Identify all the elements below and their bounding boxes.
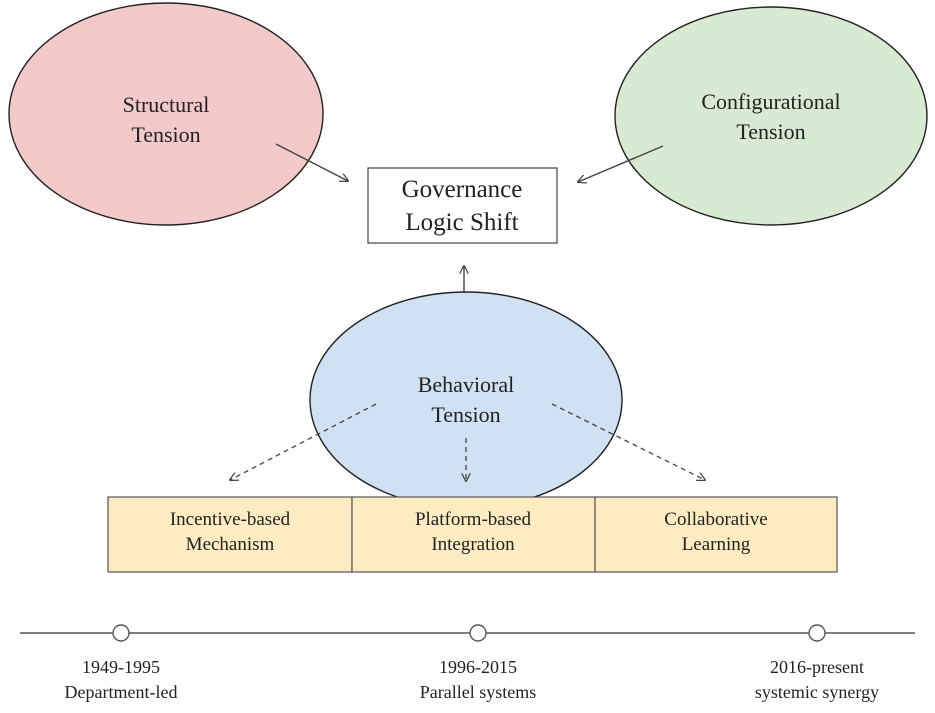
structural-tension-label-line1: Structural	[123, 92, 210, 117]
configurational-tension-node: Configurational Tension	[614, 6, 928, 226]
timeline-marker-1	[112, 624, 130, 642]
behavioral-tension-label-line1: Behavioral	[418, 372, 515, 397]
mechanism-incentive-line2: Mechanism	[186, 534, 275, 555]
mechanism-platform-line1: Platform-based	[415, 509, 532, 530]
dashed-arrow-to-collaborative	[551, 403, 705, 480]
arrow-structural-to-governance	[275, 143, 348, 181]
timeline-period-2: 1996-2015	[439, 657, 517, 677]
structural-tension-ellipse	[8, 2, 324, 226]
mechanism-collaborative-line2: Learning	[682, 534, 751, 555]
governance-label-line1: Governance	[402, 176, 523, 203]
mechanism-row: Incentive-based Mechanism Platform-based…	[107, 496, 838, 573]
configurational-tension-label-line2: Tension	[736, 119, 805, 144]
configurational-tension-ellipse	[614, 6, 928, 226]
dashed-arrow-to-incentive	[230, 403, 377, 480]
structural-tension-label-line2: Tension	[131, 122, 200, 147]
mechanism-platform-line2: Integration	[431, 534, 515, 555]
behavioral-tension-node: Behavioral Tension	[309, 291, 623, 509]
governance-logic-shift-node: Governance Logic Shift	[367, 167, 558, 244]
timeline-marker-2	[469, 624, 487, 642]
governance-box	[367, 167, 558, 244]
timeline: 1949-1995 Department-led 1996-2015 Paral…	[20, 624, 915, 702]
structural-tension-node: Structural Tension	[8, 2, 324, 226]
mechanism-box-platform	[351, 496, 596, 573]
timeline-period-1: 1949-1995	[82, 657, 160, 677]
timeline-period-3: 2016-present	[770, 657, 864, 677]
mechanism-incentive-line1: Incentive-based	[170, 509, 291, 530]
timeline-label-2: Parallel systems	[420, 682, 536, 702]
behavioral-tension-label-line2: Tension	[431, 402, 500, 427]
governance-label-line2: Logic Shift	[405, 209, 518, 236]
mechanism-collaborative-line1: Collaborative	[664, 509, 767, 530]
configurational-tension-label-line1: Configurational	[701, 89, 840, 114]
timeline-marker-3	[808, 624, 826, 642]
mechanism-box-collaborative	[594, 496, 838, 573]
timeline-label-1: Department-led	[65, 682, 178, 702]
timeline-label-3: systemic synergy	[755, 682, 879, 702]
arrow-configurational-to-governance	[578, 145, 664, 182]
